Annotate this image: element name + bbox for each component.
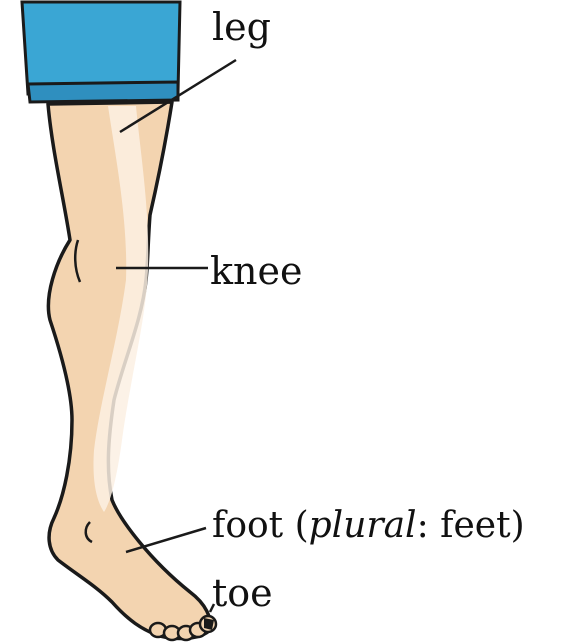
label-foot-feet: feet <box>440 505 510 546</box>
label-foot-plural: plural <box>309 505 417 546</box>
leg-shape <box>48 102 216 640</box>
label-foot-open-paren: ( <box>295 505 309 546</box>
label-knee: knee <box>210 252 302 290</box>
label-foot-close-paren: ) <box>511 505 525 546</box>
label-toe: toe <box>212 574 273 612</box>
shorts-hem <box>28 82 178 102</box>
shorts-body <box>22 2 180 94</box>
label-leg: leg <box>212 8 271 46</box>
shorts <box>22 2 180 102</box>
label-foot: foot (plural: feet) <box>212 508 525 544</box>
label-foot-word: foot <box>212 505 283 546</box>
label-foot-colon: : <box>417 505 429 546</box>
